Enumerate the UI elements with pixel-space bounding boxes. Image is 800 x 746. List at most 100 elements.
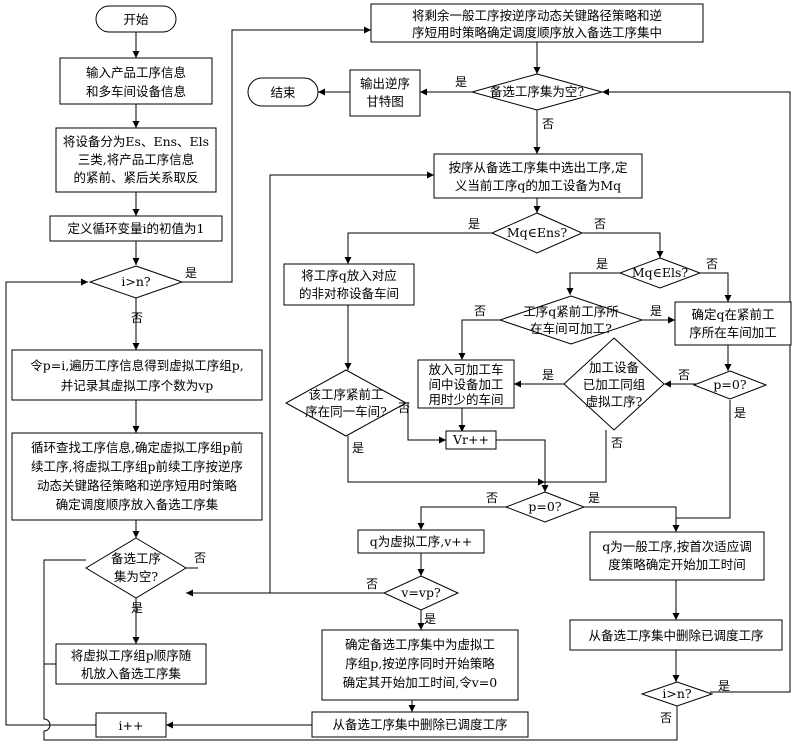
svg-text:的紧前、紧后关系取反: 的紧前、紧后关系取反	[73, 170, 198, 185]
svg-text:否: 否	[486, 491, 498, 505]
svg-text:间中设备加工: 间中设备加工	[428, 377, 503, 392]
least-time-workshop-box: 放入可加工车 间中设备加工 用时少的车间	[417, 359, 515, 409]
branch-labels: 是 否 否 是 否 是 否 是 是 否 是 否 是 否 是 否 是 否 否 是 …	[131, 75, 746, 725]
svg-text:i>n?: i>n?	[121, 274, 151, 289]
svg-text:是: 是	[542, 368, 554, 382]
svg-text:是: 是	[352, 441, 364, 455]
svg-text:从备选工序集中删除已调度工序: 从备选工序集中删除已调度工序	[588, 628, 763, 643]
svg-text:序组p,按逆序同时开始策略: 序组p,按逆序同时开始策略	[345, 656, 495, 671]
svg-text:按序从备选工序集中选出工序,定: 按序从备选工序集中选出工序,定	[449, 160, 628, 175]
svg-text:否: 否	[611, 436, 623, 450]
svg-text:Mq∈Els?: Mq∈Els?	[632, 265, 689, 280]
svg-text:序短用时策略确定调度顺序放入备选工序集中: 序短用时策略确定调度顺序放入备选工序集中	[412, 25, 662, 40]
svg-text:定义循环变量i的初值为1: 定义循环变量i的初值为1	[68, 221, 205, 236]
svg-text:否: 否	[366, 577, 378, 591]
increment-i-box: i++	[95, 712, 167, 738]
svg-text:确定备选工序集中为虚拟工: 确定备选工序集中为虚拟工	[345, 637, 495, 652]
decision-p-eq-0-right: p=0?	[692, 370, 768, 400]
decision-i-gt-n-left: i>n?	[88, 265, 184, 299]
remaining-general-ops-box: 将剩余一般工序按逆序动态关键路径策略和逆 序短用时策略确定调度顺序放入备选工序集…	[370, 3, 704, 43]
svg-text:甘特图: 甘特图	[366, 94, 404, 109]
svg-text:机放入备选工序集: 机放入备选工序集	[81, 666, 182, 681]
svg-text:将虚拟工序组p顺序随: 将虚拟工序组p顺序随	[71, 648, 192, 663]
svg-text:将工序q放入对应: 将工序q放入对应	[301, 268, 397, 283]
svg-text:是: 是	[424, 612, 436, 626]
svg-text:确定其开始加工时间,令v=0: 确定其开始加工时间,令v=0	[343, 675, 498, 690]
svg-text:是: 是	[185, 266, 197, 280]
svg-text:q为虚拟工序,v++: q为虚拟工序,v++	[370, 534, 472, 549]
svg-text:是: 是	[468, 217, 480, 231]
decision-same-workshop: 该工序紧前工 序在同一车间?	[284, 369, 408, 437]
virtual-op-box: q为虚拟工序,v++	[357, 529, 485, 554]
svg-text:将设备分为Es、Ens、Els: 将设备分为Es、Ens、Els	[63, 134, 209, 149]
svg-text:集为空?: 集为空?	[114, 569, 159, 584]
svg-text:q为一般工序,按首次适应调: q为一般工序,按首次适应调	[602, 539, 751, 554]
svg-text:否: 否	[706, 257, 718, 271]
svg-text:虚拟工序?: 虚拟工序?	[586, 394, 643, 409]
svg-text:的非对称设备车间: 的非对称设备车间	[299, 286, 399, 301]
svg-text:从备选工序集中删除已调度工序: 从备选工序集中删除已调度工序	[332, 717, 507, 732]
svg-text:结束: 结束	[270, 85, 296, 100]
svg-text:循环查找工序信息,确定虚拟工序组p前: 循环查找工序信息,确定虚拟工序组p前	[31, 440, 243, 455]
vr-increment-box: Vr++	[445, 430, 497, 450]
random-order-box: 将虚拟工序组p顺序随 机放入备选工序集	[55, 643, 207, 685]
svg-text:是: 是	[650, 304, 662, 318]
classify-devices-box: 将设备分为Es、Ens、Els 三类,将产品工序信息 的紧前、紧后关系取反	[55, 127, 217, 193]
svg-text:义当前工序q的加工设备为Mq: 义当前工序q的加工设备为Mq	[455, 178, 621, 193]
svg-text:和多车间设备信息: 和多车间设备信息	[86, 84, 186, 99]
decision-p-eq-0-center: p=0?	[504, 491, 586, 523]
svg-text:是: 是	[734, 406, 746, 420]
svg-text:是: 是	[588, 491, 600, 505]
svg-text:否: 否	[660, 711, 672, 725]
svg-text:三类,将产品工序信息: 三类,将产品工序信息	[78, 152, 194, 167]
decision-i-gt-n-right: i>n?	[640, 681, 714, 707]
end-terminal: 结束	[247, 77, 319, 107]
svg-text:i++: i++	[119, 718, 144, 733]
svg-text:是: 是	[718, 679, 730, 693]
svg-text:并记录其虚拟工序个数为vp: 并记录其虚拟工序个数为vp	[61, 378, 214, 393]
decision-mq-in-ens: Mq∈Ens?	[490, 212, 584, 254]
svg-text:是: 是	[596, 257, 608, 271]
svg-text:已加工同组: 已加工同组	[583, 377, 646, 392]
svg-text:确定调度顺序放入备选工序集: 确定调度顺序放入备选工序集	[56, 497, 219, 512]
virtual-group-box: 令p=i,遍历工序信息得到虚拟工序组p, 并记录其虚拟工序个数为vp	[11, 349, 263, 401]
svg-text:放入可加工车: 放入可加工车	[428, 362, 503, 377]
svg-text:v=vp?: v=vp?	[400, 585, 441, 600]
init-loop-var-box: 定义循环变量i的初值为1	[49, 215, 223, 242]
svg-text:否: 否	[594, 217, 606, 231]
svg-text:否: 否	[542, 117, 554, 131]
svg-text:加工设备: 加工设备	[589, 360, 640, 375]
svg-text:序在同一车间?: 序在同一车间?	[305, 404, 387, 419]
svg-text:工序q紧前工序所: 工序q紧前工序所	[523, 304, 619, 319]
select-operation-box: 按序从备选工序集中选出工序,定 义当前工序q的加工设备为Mq	[433, 153, 643, 199]
svg-text:输入产品工序信息: 输入产品工序信息	[86, 65, 186, 80]
decision-candidate-empty-left: 备选工序 集为空?	[85, 537, 187, 599]
delete-scheduled-left-box: 从备选工序集中删除已调度工序	[311, 711, 529, 738]
decision-mq-in-els: Mq∈Els?	[618, 257, 702, 289]
input-info-box: 输入产品工序信息 和多车间设备信息	[59, 57, 213, 105]
svg-text:开始: 开始	[123, 12, 149, 27]
svg-text:是: 是	[455, 75, 467, 89]
svg-text:令p=i,遍历工序信息得到虚拟工序组p,: 令p=i,遍历工序信息得到虚拟工序组p,	[30, 358, 243, 373]
decision-v-eq-vp: v=vp?	[382, 575, 460, 611]
svg-text:p=0?: p=0?	[713, 377, 746, 392]
decision-candidate-empty-top: 备选工序集为空?	[470, 73, 604, 111]
svg-text:否: 否	[131, 311, 143, 325]
decision-predecessor-workshop: 工序q紧前工序所 在车间可加工?	[498, 295, 644, 345]
svg-text:i>n?: i>n?	[662, 686, 692, 701]
delete-scheduled-right-box: 从备选工序集中删除已调度工序	[569, 619, 783, 651]
svg-text:Vr++: Vr++	[452, 432, 489, 447]
svg-text:确定q在紧前工: 确定q在紧前工	[691, 307, 774, 322]
svg-text:度策略确定开始加工时间: 度策略确定开始加工时间	[608, 557, 746, 572]
svg-text:否: 否	[474, 304, 486, 318]
predecessor-workshop-box: 确定q在紧前工 序所在车间加工	[674, 301, 792, 346]
svg-text:Mq∈Ens?: Mq∈Ens?	[507, 225, 568, 240]
asymmetric-workshop-box: 将工序q放入对应 的非对称设备车间	[283, 263, 415, 306]
first-fit-box: q为一般工序,按首次适应调 度策略确定开始加工时间	[589, 531, 765, 581]
svg-text:将剩余一般工序按逆序动态关键路径策略和逆: 将剩余一般工序按逆序动态关键路径策略和逆	[412, 8, 663, 23]
svg-text:序所在车间加工: 序所在车间加工	[689, 325, 777, 340]
svg-text:否: 否	[398, 401, 410, 415]
svg-text:p=0?: p=0?	[528, 499, 561, 514]
svg-text:该工序紧前工: 该工序紧前工	[308, 387, 383, 402]
